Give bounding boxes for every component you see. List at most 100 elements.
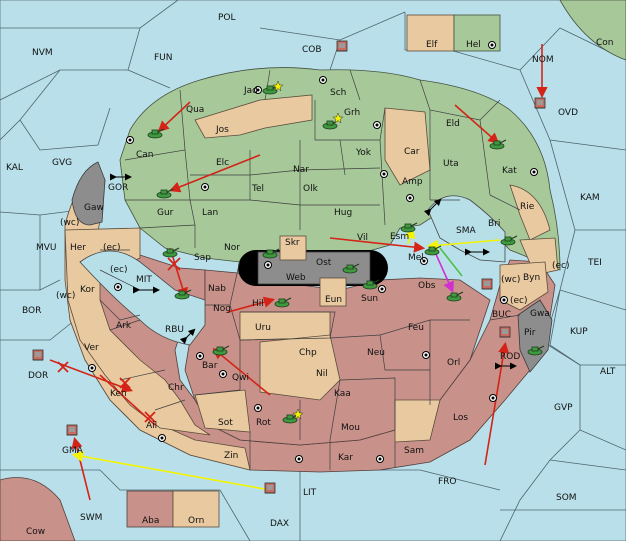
label-Pir: Pir <box>524 328 536 338</box>
fleet-unit-icon[interactable] <box>499 326 511 338</box>
label-Elc: Elc <box>216 158 229 168</box>
label-Kar: Kar <box>338 453 353 463</box>
army-unit-icon[interactable] <box>274 297 292 308</box>
label-Amp: Amp <box>402 177 423 187</box>
label-GMA: GMA <box>62 446 84 456</box>
label-ROD: ROD <box>500 352 520 362</box>
army-unit-icon[interactable] <box>147 128 165 139</box>
army-unit-icon[interactable] <box>362 279 380 290</box>
label-Can: Can <box>136 150 154 160</box>
label-Sam: Sam <box>404 446 424 456</box>
label-ec1: (ec) <box>103 243 121 253</box>
label-Uru: Uru <box>255 323 271 333</box>
label-Orn: Orn <box>188 516 204 526</box>
label-Orl: Orl <box>447 358 460 368</box>
label-Mel: Mel <box>408 253 424 263</box>
army-unit-icon[interactable] <box>212 345 230 356</box>
army-unit-icon[interactable] <box>527 345 545 356</box>
label-Her: Her <box>70 243 86 253</box>
label-Chr: Chr <box>168 383 184 393</box>
army-unit-icon[interactable] <box>446 291 464 302</box>
label-BUC: BUC <box>492 310 511 320</box>
label-POL: POL <box>218 13 236 23</box>
label-Neu: Neu <box>367 348 385 358</box>
label-OVD: OVD <box>558 108 578 118</box>
label-Nog: Nog <box>213 304 231 314</box>
label-Sch: Sch <box>330 88 346 98</box>
army-unit-icon[interactable] <box>400 222 418 233</box>
units <box>32 40 546 494</box>
label-DAX: DAX <box>270 519 289 529</box>
label-Ail: Ail <box>146 421 157 431</box>
supply-center-dot <box>256 406 260 410</box>
regions <box>194 94 559 443</box>
label-Eld: Eld <box>446 119 460 129</box>
supply-center-dot <box>375 123 379 127</box>
fleet-unit-icon[interactable] <box>66 424 78 436</box>
label-SMA: SMA <box>456 226 476 236</box>
supply-center-dot <box>203 185 207 189</box>
supply-center-dot <box>116 285 120 289</box>
fleet-unit-icon[interactable] <box>481 278 493 290</box>
fleet-unit-icon[interactable] <box>32 349 44 361</box>
army-unit-icon[interactable] <box>489 139 507 150</box>
label-Nor: Nor <box>224 243 240 253</box>
label-Rot: Rot <box>256 418 271 428</box>
label-Zin: Zin <box>224 451 238 461</box>
label-Qwi: Qwi <box>232 373 249 383</box>
label-MVU: MVU <box>36 243 57 253</box>
sea-SMA <box>427 195 506 263</box>
fleet-unit-icon[interactable] <box>264 482 276 494</box>
label-Yok: Yok <box>355 148 372 158</box>
sea-RBU <box>79 250 206 346</box>
label-Gur: Gur <box>157 208 174 218</box>
label-Uta: Uta <box>443 159 459 169</box>
army-unit-icon[interactable] <box>500 235 518 246</box>
supply-center-dot <box>378 457 382 461</box>
label-Qua: Qua <box>186 105 204 115</box>
label-KAM: KAM <box>580 193 600 203</box>
label-LIT: LIT <box>303 488 317 498</box>
label-wc1: (wc) <box>60 218 79 228</box>
label-RBU: RBU <box>165 325 184 335</box>
label-wc2: (wc) <box>56 291 75 301</box>
label-Nil: Nil <box>316 369 328 379</box>
supply-center-dot <box>321 78 325 82</box>
supply-center-dot <box>90 366 94 370</box>
army-unit-icon[interactable] <box>162 247 180 258</box>
army-unit-icon[interactable] <box>424 245 442 256</box>
label-Ost: Ost <box>316 258 332 268</box>
label-SWM: SWM <box>80 513 102 523</box>
supply-center-dot <box>221 372 225 376</box>
label-Chp: Chp <box>299 348 317 358</box>
army-unit-icon[interactable] <box>282 413 300 424</box>
label-TEI: TEI <box>587 258 602 268</box>
army-unit-icon[interactable] <box>174 289 192 300</box>
fleet-unit-icon[interactable] <box>534 97 546 109</box>
label-KUP: KUP <box>570 327 588 337</box>
label-Kat: Kat <box>502 166 517 176</box>
supply-center-dot <box>422 259 426 263</box>
supply-center-dot <box>198 354 202 358</box>
label-ec3: (ec) <box>552 261 570 271</box>
label-Nab: Nab <box>208 284 226 294</box>
region-Cow <box>0 477 76 541</box>
label-FRO: FRO <box>438 477 457 487</box>
army-unit-icon[interactable] <box>342 263 360 274</box>
supply-centers <box>88 41 538 463</box>
region-Elf <box>406 14 455 52</box>
army-unit-icon[interactable] <box>262 248 280 259</box>
region-borders <box>99 69 521 470</box>
army-unit-icon[interactable] <box>156 188 174 199</box>
label-Sot: Sot <box>218 418 233 428</box>
region-Skr <box>279 235 307 261</box>
supply-center-dot <box>160 436 164 440</box>
label-Kor: Kor <box>80 285 95 295</box>
fleet-unit-icon[interactable] <box>336 40 348 52</box>
label-ec2: (ec) <box>110 265 128 275</box>
label-Hug: Hug <box>334 208 352 218</box>
label-Bri: Bri <box>488 219 500 229</box>
label-Car: Car <box>404 147 420 157</box>
